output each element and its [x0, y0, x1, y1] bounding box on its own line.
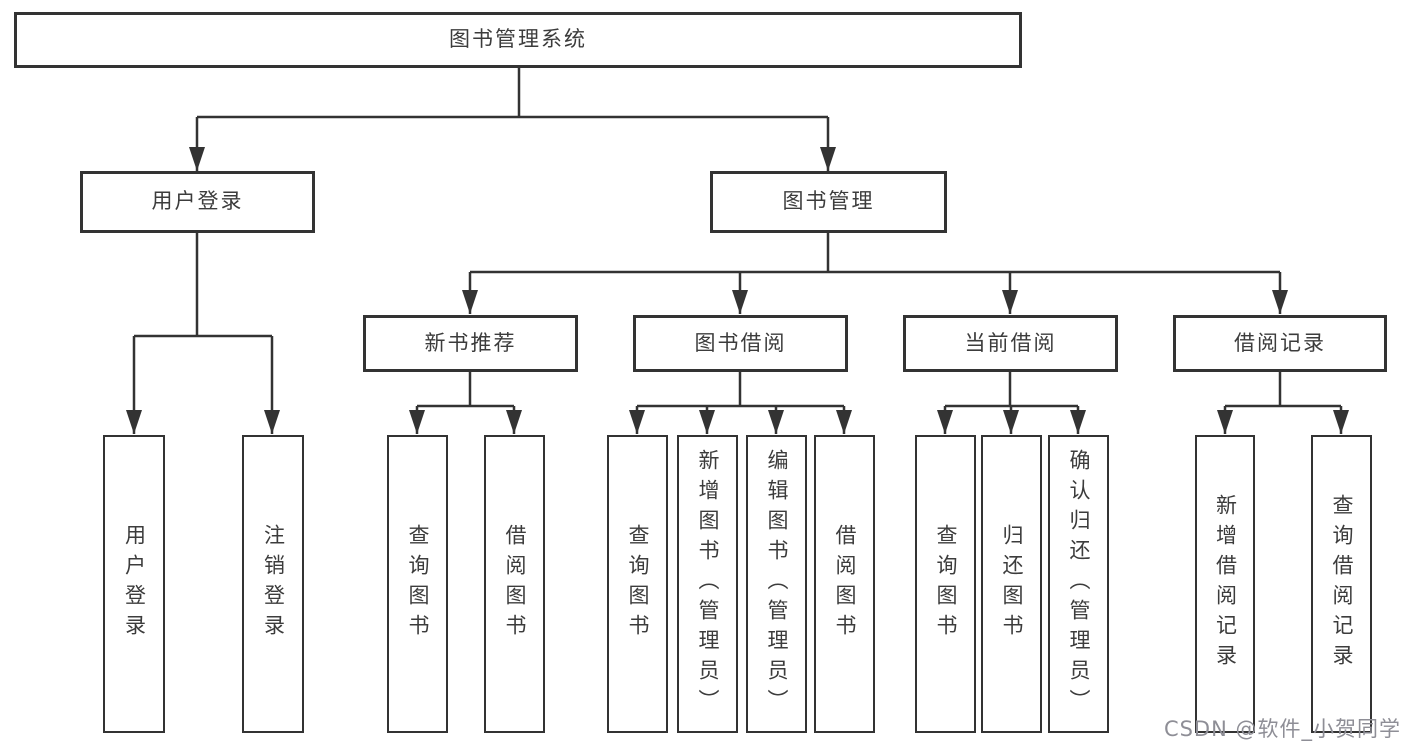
- leaf-nbr-query-book-label: 查询图书: [406, 524, 430, 644]
- leaf-br-add-record: 新增借阅记录: [1195, 435, 1255, 733]
- node-new-book-recommend: 新书推荐: [363, 315, 578, 372]
- node-user-login-label: 用户登录: [151, 189, 244, 214]
- leaf-bb-borrow-book: 借阅图书: [814, 435, 875, 733]
- node-current-borrowing-label: 当前借阅: [964, 330, 1057, 355]
- leaf-cb-confirm-return-admin: 确认归还（管理员）: [1048, 435, 1109, 733]
- leaf-br-query-record-label: 查询借阅记录: [1330, 494, 1354, 674]
- leaf-nbr-borrow-book-label: 借阅图书: [503, 524, 527, 644]
- leaf-cb-return-book-label: 归还图书: [1000, 524, 1024, 644]
- node-borrowing-records: 借阅记录: [1173, 315, 1387, 372]
- node-book-borrowing: 图书借阅: [633, 315, 848, 372]
- leaf-bb-edit-book-admin: 编辑图书（管理员）: [746, 435, 807, 733]
- leaf-bb-query-book-label: 查询图书: [626, 524, 650, 644]
- leaf-cb-query-book-label: 查询图书: [934, 524, 958, 644]
- leaf-nbr-query-book: 查询图书: [387, 435, 448, 733]
- csdn-watermark: CSDN @软件_小贺同学: [1163, 717, 1401, 741]
- leaf-user-login-label: 用户登录: [122, 524, 147, 644]
- node-book-management: 图书管理: [710, 171, 947, 233]
- leaf-logout: 注销登录: [242, 435, 304, 733]
- leaf-bb-add-book-admin: 新增图书（管理员）: [677, 435, 738, 733]
- node-borrowing-records-label: 借阅记录: [1234, 330, 1326, 355]
- leaf-bb-query-book: 查询图书: [607, 435, 668, 733]
- node-root-label: 图书管理系统: [449, 27, 587, 52]
- leaf-user-login: 用户登录: [103, 435, 165, 733]
- leaf-cb-query-book: 查询图书: [915, 435, 976, 733]
- leaf-cb-return-book: 归还图书: [981, 435, 1042, 733]
- leaf-bb-borrow-book-label: 借阅图书: [833, 524, 857, 644]
- node-book-management-label: 图书管理: [782, 189, 875, 214]
- leaf-nbr-borrow-book: 借阅图书: [484, 435, 545, 733]
- node-current-borrowing: 当前借阅: [903, 315, 1118, 372]
- node-root: 图书管理系统: [14, 12, 1022, 68]
- leaf-br-query-record: 查询借阅记录: [1311, 435, 1372, 733]
- leaf-cb-confirm-return-admin-label: 确认归还（管理员）: [1067, 449, 1091, 719]
- node-new-book-recommend-label: 新书推荐: [424, 330, 517, 355]
- node-user-login: 用户登录: [80, 171, 315, 233]
- leaf-bb-edit-book-admin-label: 编辑图书（管理员）: [765, 449, 789, 719]
- leaf-br-add-record-label: 新增借阅记录: [1213, 494, 1238, 674]
- leaf-bb-add-book-admin-label: 新增图书（管理员）: [696, 449, 720, 719]
- leaf-logout-label: 注销登录: [261, 524, 286, 644]
- node-book-borrowing-label: 图书借阅: [694, 330, 787, 355]
